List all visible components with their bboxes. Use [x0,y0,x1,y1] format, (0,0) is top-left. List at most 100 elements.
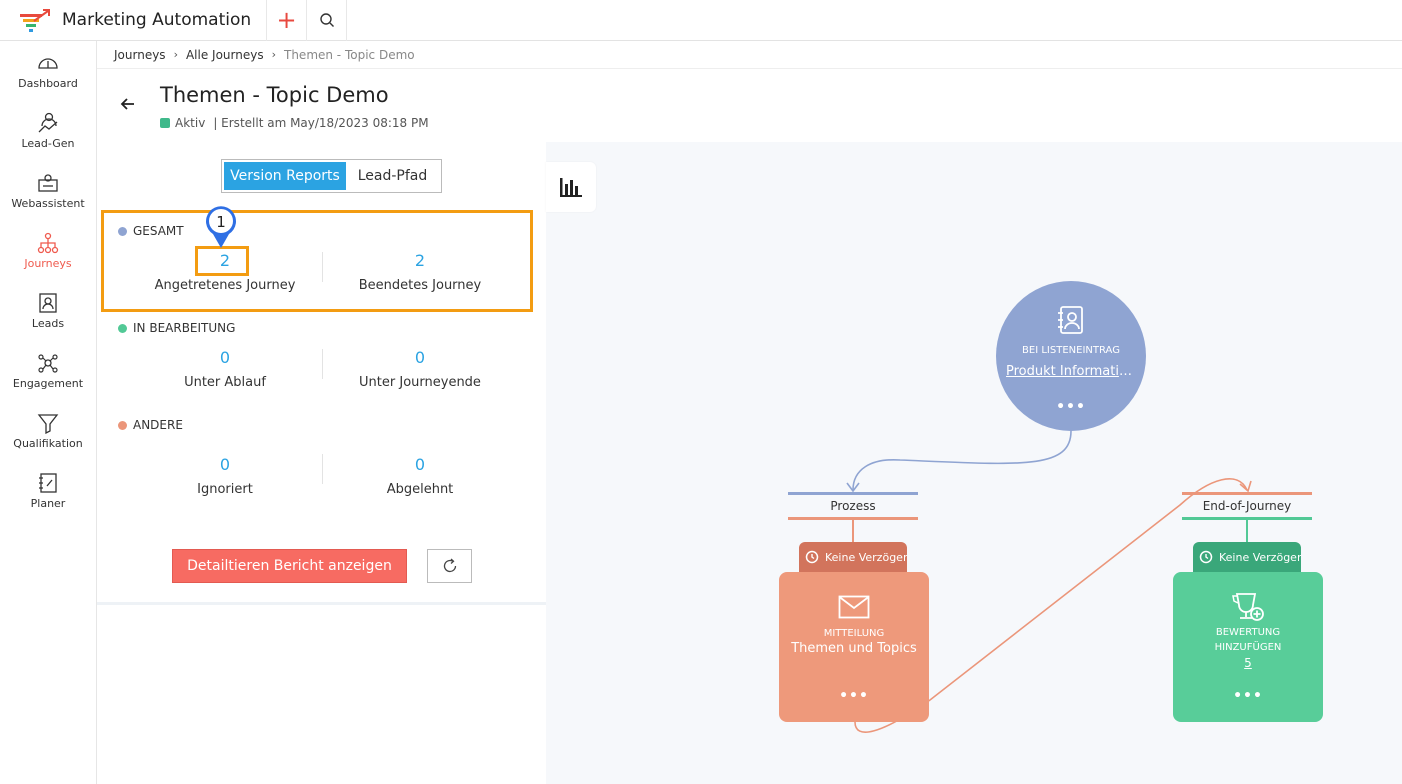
stat-at-end-value[interactable]: 0 [414,348,426,367]
tab-version-reports[interactable]: Version Reports [224,162,346,190]
sidebar-item-label: Planer [30,497,66,510]
search-icon [319,13,334,27]
chevron-right-icon: › [271,48,276,61]
chart-toggle-button[interactable] [546,162,596,212]
add-button[interactable]: + [267,0,307,41]
page-title: Themen - Topic Demo [160,83,389,107]
trigger-type: BEI LISTENEINTRAG [1022,345,1120,356]
section-dot [118,226,127,236]
annotation-highlight-box [101,210,533,312]
report-panel [97,142,546,605]
refresh-icon [443,558,456,573]
report-tabs: Version Reports Lead-Pfad [221,159,442,193]
delay-process-badge[interactable]: Keine Verzögerung [799,542,907,572]
chevron-right-icon: › [173,48,178,61]
stat-rejected-value[interactable]: 0 [414,455,426,474]
sidebar-item-label: Engagement [12,377,84,390]
journeys-icon [37,232,59,254]
delay-label: Keine Verzögerung [825,550,907,564]
annotation-number: 1 [216,213,226,231]
refresh-button[interactable] [427,549,472,583]
section-total: GESAMT [118,224,184,238]
sidebar-item-label: Lead-Gen [21,137,75,150]
tab-lead-pfad[interactable]: Lead-Pfad [357,168,428,184]
envelope-icon [838,595,870,619]
sidebar-item-label: Qualifikation [13,437,83,450]
lead-gen-icon [38,112,58,133]
web-assistant-icon [38,174,58,192]
sidebar-item-webassistent[interactable]: Webassistent [0,161,96,221]
divider [322,349,323,379]
sidebar-item-dashboard[interactable]: Dashboard [0,41,96,101]
view-detailed-report-button[interactable]: Detailtieren Bericht anzeigen [172,549,407,583]
breadcrumb-journeys[interactable]: Journeys [114,47,166,62]
delay-end-badge[interactable]: Keine Verzögerung [1193,542,1301,572]
contact-list-icon [1058,306,1083,334]
stat-completed-label: Beendetes Journey [358,278,482,293]
stat-at-end-label: Unter Journeyende [359,375,481,390]
clock-history-icon [805,550,819,564]
status-dot [160,118,170,128]
stat-ignored-label: Ignoriert [197,482,253,497]
engagement-icon [38,354,58,373]
stat-in-flow-value[interactable]: 0 [219,348,231,367]
breadcrumb: Journeys › Alle Journeys › Themen - Topi… [97,41,1402,69]
stat-ignored-value[interactable]: 0 [219,455,231,474]
sidebar-item-label: Webassistent [11,197,85,210]
score-node[interactable]: BEWERTUNG HINZUFÜGEN 5 ••• [1173,572,1323,722]
created-date: | Erstellt am May/18/2023 08:18 PM [213,116,429,130]
score-type-line1: BEWERTUNG [1215,627,1281,638]
top-bar: Marketing Automation + [0,0,1402,41]
message-name: Themen und Topics [791,641,917,656]
section-label: IN BEARBEITUNG [133,321,236,335]
trigger-more-icon[interactable]: ••• [1056,399,1086,415]
annotation-highlight-value [195,246,249,276]
plus-icon: + [276,6,297,34]
section-other: ANDERE [118,418,183,432]
trigger-list-link[interactable]: Produkt Informationen [1006,364,1136,379]
sidebar-item-label: Journeys [24,257,72,270]
sidebar: Dashboard Lead-Gen Webassistent Journeys… [0,41,97,784]
sidebar-item-label: Leads [31,317,65,330]
gauge-icon [38,58,58,69]
trigger-node[interactable]: BEI LISTENEINTRAG Produkt Informationen … [996,281,1146,431]
journey-meta: Aktiv | Erstellt am May/18/2023 08:18 PM [160,116,429,130]
sidebar-item-qualifikation[interactable]: Qualifikation [0,401,96,461]
stat-entered-value[interactable]: 2 [219,251,231,270]
planner-icon [39,473,57,493]
score-value[interactable]: 5 [1244,656,1252,670]
stage-end-label[interactable]: End-of-Journey [1182,492,1312,520]
message-node[interactable]: MITTEILUNG Themen und Topics ••• [779,572,929,722]
score-more-icon[interactable]: ••• [1233,688,1263,704]
section-label: ANDERE [133,418,183,432]
message-type: MITTEILUNG [823,628,885,639]
sidebar-item-journeys[interactable]: Journeys [0,221,96,281]
clock-history-icon [1199,550,1213,564]
section-dot [118,420,127,430]
stat-completed-value[interactable]: 2 [414,251,426,270]
trophy-add-icon [1232,593,1264,621]
sidebar-item-planer[interactable]: Planer [0,461,96,521]
sidebar-item-lead-gen[interactable]: Lead-Gen [0,101,96,161]
back-arrow-icon[interactable] [118,94,138,114]
stage-process-label[interactable]: Prozess [788,492,918,520]
sidebar-item-engagement[interactable]: Engagement [0,341,96,401]
divider [322,252,323,282]
funnel-icon [37,414,59,434]
message-more-icon[interactable]: ••• [839,688,869,704]
leads-icon [39,293,57,313]
divider [322,454,323,484]
status-text: Aktiv [175,116,206,130]
annotation-pin-icon: 1 [206,206,236,248]
score-type-line2: HINZUFÜGEN [1214,642,1282,653]
sidebar-item-leads[interactable]: Leads [0,281,96,341]
bar-chart-icon [560,178,582,197]
section-in-progress: IN BEARBEITUNG [118,321,235,335]
section-label: GESAMT [133,224,184,238]
app-title: Marketing Automation [62,10,252,30]
stat-entered-label: Angetretenes Journey [154,278,296,293]
breadcrumb-all-journeys[interactable]: Alle Journeys [185,47,264,62]
search-button[interactable] [307,0,347,41]
stat-rejected-label: Abgelehnt [386,482,454,497]
sidebar-item-label: Dashboard [18,77,78,90]
